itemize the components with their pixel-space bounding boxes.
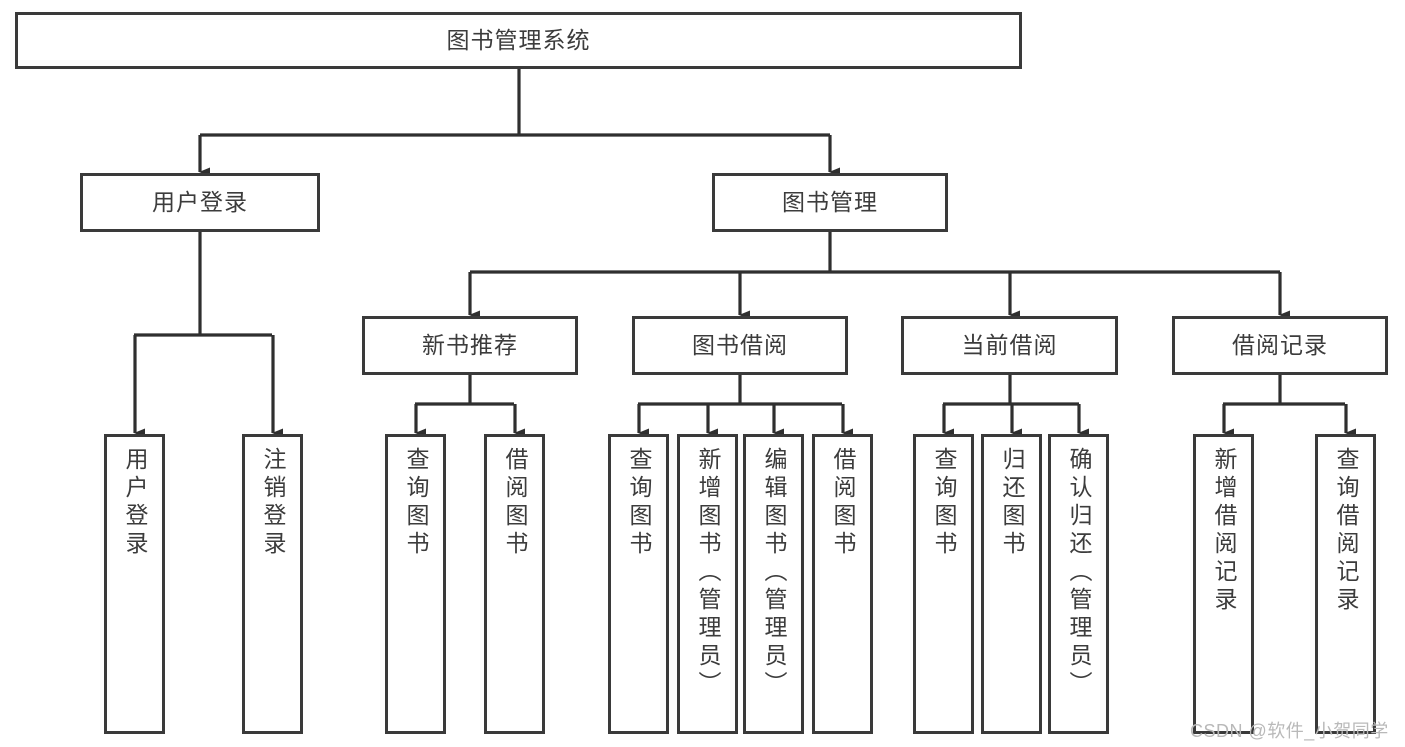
node-records[interactable]: 借阅记录 xyxy=(1172,316,1388,375)
node-leaf-user-logout-label: 注销登录 xyxy=(260,447,286,559)
node-bookmgmt[interactable]: 图书管理 xyxy=(712,173,948,232)
node-leaf-bo-edit-label: 编辑图书（管理员） xyxy=(761,447,787,699)
node-leaf-bo-add[interactable]: 新增图书（管理员） xyxy=(677,434,738,734)
node-leaf-nb-borrow-label: 借阅图书 xyxy=(502,447,528,559)
node-leaf-re-add[interactable]: 新增借阅记录 xyxy=(1193,434,1254,734)
node-leaf-user-logout[interactable]: 注销登录 xyxy=(242,434,303,734)
node-leaf-cu-query[interactable]: 查询图书 xyxy=(913,434,974,734)
node-leaf-user-login[interactable]: 用户登录 xyxy=(104,434,165,734)
node-leaf-nb-borrow[interactable]: 借阅图书 xyxy=(484,434,545,734)
csdn-watermark: CSDN @软件_小贺同学 xyxy=(1190,721,1389,741)
node-leaf-re-query[interactable]: 查询借阅记录 xyxy=(1315,434,1376,734)
node-root[interactable]: 图书管理系统 xyxy=(15,12,1022,69)
node-leaf-cu-query-label: 查询图书 xyxy=(931,447,957,559)
node-leaf-cu-confirm[interactable]: 确认归还（管理员） xyxy=(1048,434,1109,734)
node-leaf-bo-borrow-label: 借阅图书 xyxy=(830,447,856,559)
node-borrow-label: 图书借阅 xyxy=(692,331,788,358)
node-bookmgmt-label: 图书管理 xyxy=(782,188,878,215)
node-leaf-bo-borrow[interactable]: 借阅图书 xyxy=(812,434,873,734)
node-records-label: 借阅记录 xyxy=(1232,331,1328,358)
node-newbook-label: 新书推荐 xyxy=(422,331,518,358)
node-leaf-nb-query-label: 查询图书 xyxy=(403,447,429,559)
node-leaf-bo-query[interactable]: 查询图书 xyxy=(608,434,669,734)
node-leaf-re-query-label: 查询借阅记录 xyxy=(1333,447,1359,615)
node-leaf-user-login-label: 用户登录 xyxy=(122,447,148,559)
node-newbook[interactable]: 新书推荐 xyxy=(362,316,578,375)
node-leaf-bo-query-label: 查询图书 xyxy=(626,447,652,559)
node-login-label: 用户登录 xyxy=(152,188,248,215)
node-leaf-nb-query[interactable]: 查询图书 xyxy=(385,434,446,734)
node-leaf-re-add-label: 新增借阅记录 xyxy=(1211,447,1237,615)
node-root-label: 图书管理系统 xyxy=(446,26,591,53)
node-login[interactable]: 用户登录 xyxy=(80,173,320,232)
node-leaf-bo-add-label: 新增图书（管理员） xyxy=(695,447,721,699)
node-leaf-cu-confirm-label: 确认归还（管理员） xyxy=(1066,447,1092,699)
node-leaf-cu-return[interactable]: 归还图书 xyxy=(981,434,1042,734)
node-current[interactable]: 当前借阅 xyxy=(901,316,1118,375)
node-borrow[interactable]: 图书借阅 xyxy=(632,316,848,375)
node-leaf-bo-edit[interactable]: 编辑图书（管理员） xyxy=(743,434,804,734)
node-current-label: 当前借阅 xyxy=(961,331,1058,358)
node-leaf-cu-return-label: 归还图书 xyxy=(999,447,1025,559)
